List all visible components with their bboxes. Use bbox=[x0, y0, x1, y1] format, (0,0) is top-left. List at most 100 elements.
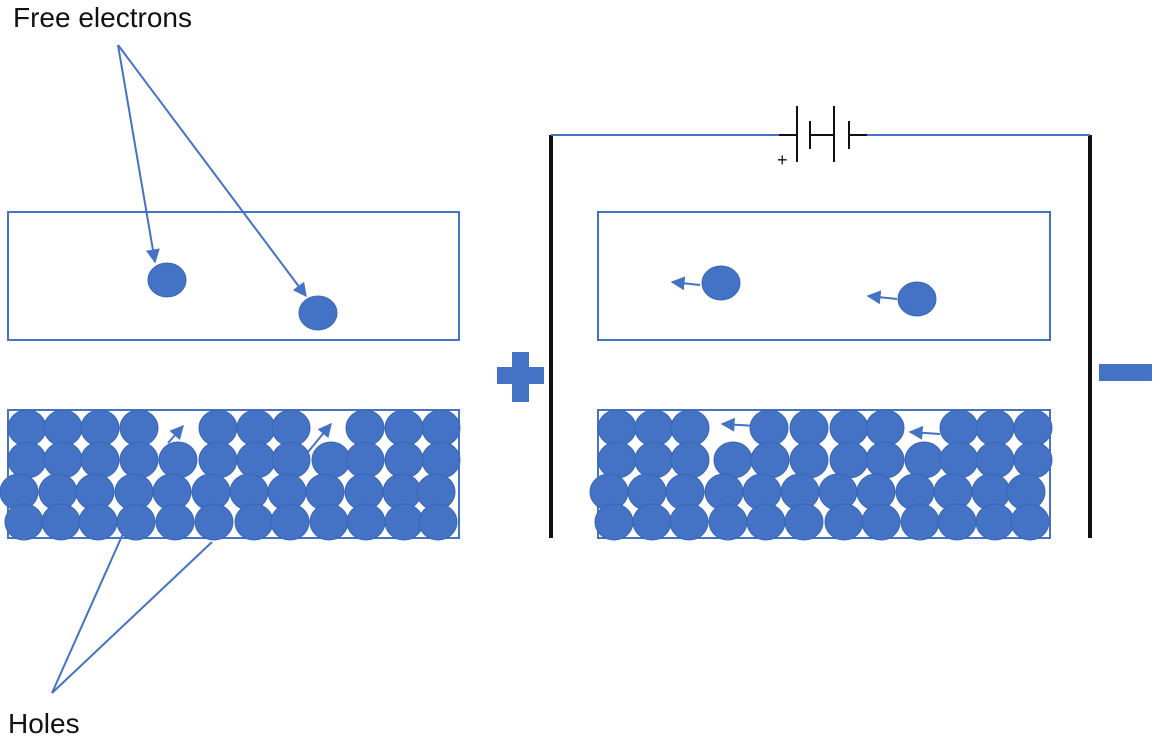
lattice-electron bbox=[750, 441, 790, 479]
free-electrons-label: Free electrons bbox=[13, 2, 192, 33]
battery-plus-label: + bbox=[777, 150, 788, 170]
lattice-electron bbox=[937, 503, 977, 541]
lattice-electron bbox=[234, 503, 274, 541]
lattice-electron bbox=[43, 441, 83, 479]
lattice-electron bbox=[708, 503, 748, 541]
lattice-electrons-left bbox=[0, 409, 461, 541]
hole-motion-arrow bbox=[167, 424, 184, 444]
drift-arrow bbox=[670, 276, 701, 291]
lattice-electron bbox=[829, 441, 869, 479]
battery-icon bbox=[779, 106, 867, 162]
lattice-electron bbox=[236, 441, 276, 479]
lattice-electron bbox=[119, 409, 159, 447]
right-panel: + bbox=[549, 106, 1092, 541]
lattice-electron bbox=[1010, 503, 1050, 541]
lattice-electron bbox=[421, 441, 461, 479]
lattice-electron bbox=[198, 441, 238, 479]
lattice-electron bbox=[384, 503, 424, 541]
lattice-electron bbox=[194, 503, 234, 541]
positive-terminal-plus-icon bbox=[497, 352, 544, 402]
conduction-band-box-right bbox=[597, 211, 1051, 341]
lattice-electron bbox=[4, 503, 44, 541]
lattice-electron bbox=[1013, 409, 1053, 447]
lattice-electron bbox=[669, 503, 709, 541]
lattice-electron bbox=[670, 409, 710, 447]
valence-band-box-right bbox=[597, 409, 1051, 539]
lattice-electron bbox=[271, 409, 311, 447]
lattice-electron bbox=[418, 503, 458, 541]
pointer-line-hole-2 bbox=[51, 541, 213, 694]
lattice-electron bbox=[939, 409, 979, 447]
lattice-electron bbox=[41, 503, 81, 541]
lattice-electron bbox=[155, 503, 195, 541]
lattice-electron bbox=[236, 409, 276, 447]
lattice-electron bbox=[632, 503, 672, 541]
lattice-electron bbox=[634, 441, 674, 479]
conduction-band-box-left bbox=[7, 211, 460, 341]
drift-arrows-right bbox=[670, 276, 941, 440]
lattice-electron bbox=[865, 441, 905, 479]
lattice-electron bbox=[345, 409, 385, 447]
lattice-electron bbox=[824, 503, 864, 541]
lattice-electron bbox=[975, 409, 1015, 447]
lattice-electron bbox=[7, 409, 47, 447]
lattice-electron bbox=[829, 409, 869, 447]
lattice-electron bbox=[78, 503, 118, 541]
lattice-electron bbox=[158, 441, 198, 479]
lattice-electron bbox=[1013, 441, 1053, 479]
lattice-electron bbox=[198, 409, 238, 447]
drift-arrow bbox=[908, 425, 941, 440]
lattice-electron bbox=[784, 503, 824, 541]
lattice-electron bbox=[861, 503, 901, 541]
lattice-electron bbox=[597, 441, 637, 479]
holes-label: Holes bbox=[8, 708, 80, 739]
lattice-electron bbox=[384, 409, 424, 447]
pointer-line-hole-1 bbox=[51, 499, 139, 694]
valence-band-box-left bbox=[7, 409, 460, 539]
lattice-electron bbox=[119, 441, 159, 479]
drift-arrow bbox=[720, 417, 758, 432]
negative-terminal-minus-icon bbox=[1099, 364, 1152, 381]
free-electron bbox=[897, 281, 937, 317]
lattice-electron bbox=[270, 503, 310, 541]
lattice-electron bbox=[670, 441, 710, 479]
lattice-electron bbox=[7, 441, 47, 479]
lattice-electron bbox=[634, 409, 674, 447]
lattice-electron bbox=[597, 409, 637, 447]
pointer-arrow-electron-1 bbox=[117, 44, 160, 264]
lattice-electron bbox=[271, 441, 311, 479]
lattice-electron bbox=[746, 503, 786, 541]
lattice-electron bbox=[975, 441, 1015, 479]
lattice-electron bbox=[789, 441, 829, 479]
lattice-electron bbox=[939, 441, 979, 479]
lattice-electron bbox=[345, 441, 385, 479]
lattice-electron bbox=[904, 441, 944, 479]
free-electron bbox=[147, 262, 187, 298]
drift-arrow bbox=[866, 290, 898, 305]
lattice-electron bbox=[346, 503, 386, 541]
lattice-electron bbox=[80, 441, 120, 479]
lattice-electron bbox=[80, 409, 120, 447]
lattice-electron bbox=[311, 441, 351, 479]
lattice-electron bbox=[900, 503, 940, 541]
lattice-electron bbox=[865, 409, 905, 447]
pointer-arrow-electron-2 bbox=[117, 44, 307, 298]
free-electron-group-right bbox=[701, 265, 937, 317]
lattice-electron bbox=[384, 441, 424, 479]
lattice-electron bbox=[975, 503, 1015, 541]
lattice-electron bbox=[421, 409, 461, 447]
lattice-electrons-right bbox=[589, 409, 1053, 541]
free-electron bbox=[298, 295, 338, 331]
hole-motion-arrows-left bbox=[167, 422, 332, 453]
lattice-electron bbox=[594, 503, 634, 541]
lattice-electron bbox=[789, 409, 829, 447]
free-electron-group-left bbox=[147, 262, 338, 331]
hole-motion-arrow bbox=[307, 422, 332, 453]
lattice-electron bbox=[309, 503, 349, 541]
lattice-electron bbox=[43, 409, 83, 447]
lattice-electron bbox=[749, 409, 789, 447]
holes-pointer-lines bbox=[51, 499, 213, 694]
free-electron bbox=[701, 265, 741, 301]
left-panel bbox=[0, 44, 461, 694]
